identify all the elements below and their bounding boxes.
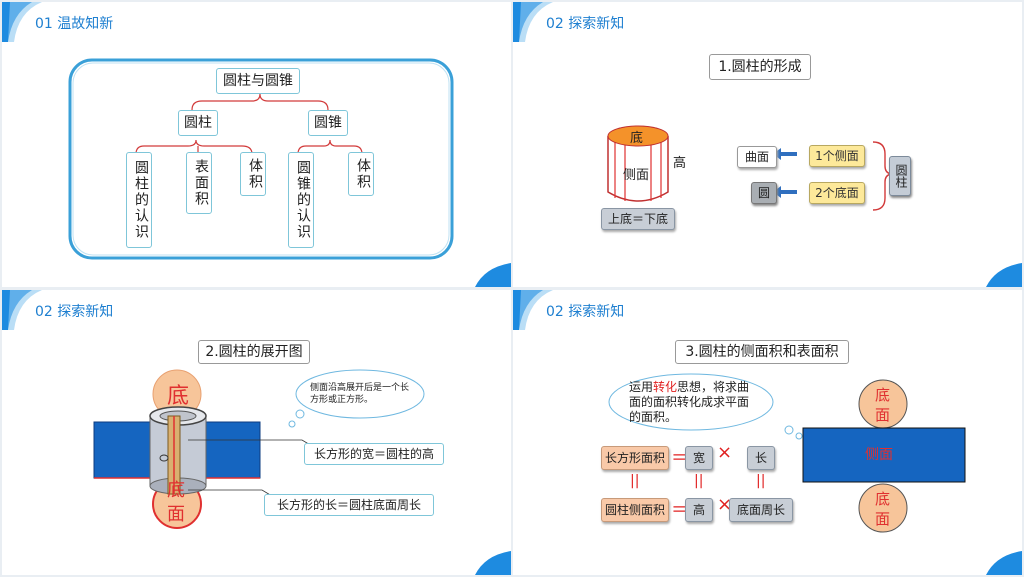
section-heading: 1.圆柱的形成 xyxy=(709,54,811,80)
length-label: 长 xyxy=(747,446,775,470)
cylinder-node: 圆柱 xyxy=(178,110,218,136)
width-label: 宽 xyxy=(685,446,713,470)
corner-decoration-icon xyxy=(2,290,42,330)
corner-decoration-icon xyxy=(2,2,42,42)
corner-decoration-icon xyxy=(513,290,553,330)
corner-decoration-icon xyxy=(513,2,553,42)
parallel-sign: || xyxy=(630,473,640,489)
cone-node: 圆锥 xyxy=(308,110,348,136)
bottom-base-label-1: 底 xyxy=(875,490,891,508)
cloud-note: 侧面沿高展开后是一个长方形或正方形。 xyxy=(310,383,410,405)
parallel-sign: || xyxy=(694,473,704,489)
section-heading: 3.圆柱的侧面积和表面积 xyxy=(675,340,849,364)
root-node: 圆柱与圆锥 xyxy=(216,68,300,94)
slide-cylinder-net: 02 探索新知 2.圆柱的展开图 底 底 面 侧面沿高展开后是一个长方形或正方形… xyxy=(2,290,511,575)
cone-volume-node: 体积 xyxy=(348,152,374,196)
cylinder-recognition-node: 圆柱的认识 xyxy=(126,152,152,248)
bottom-base-label-2: 面 xyxy=(167,504,185,525)
corner-decoration-icon xyxy=(986,551,1022,575)
top-base-label-2: 面 xyxy=(875,406,891,424)
slide-title: 02 探索新知 xyxy=(546,304,625,320)
cylinder-label: 圆柱 xyxy=(889,156,911,196)
height-label: 高 xyxy=(673,156,687,171)
slide-title: 02 探索新知 xyxy=(546,16,625,32)
cloud-note: 运用转化思想，将求曲面的面积转化成求平面的面积。 xyxy=(629,380,753,425)
cylinder-top-label: 底 xyxy=(630,131,644,146)
section-heading: 2.圆柱的展开图 xyxy=(198,340,310,364)
bottom-base-label-2: 面 xyxy=(875,510,891,528)
top-base-label-1: 底 xyxy=(875,386,891,404)
equals-sign: ＝ xyxy=(671,448,689,469)
height-label: 高 xyxy=(685,498,713,522)
rect-area-label: 长方形面积 xyxy=(601,446,669,470)
times-sign: × xyxy=(717,494,733,515)
circle-label: 圆 xyxy=(751,182,777,204)
corner-decoration-icon xyxy=(986,263,1022,287)
corner-decoration-icon xyxy=(475,551,511,575)
side-area-label: 圆柱侧面积 xyxy=(601,498,669,522)
slide-title: 02 探索新知 xyxy=(35,304,114,320)
cylinder-side-label: 侧面 xyxy=(623,168,650,183)
cloud-text-pre: 运用 xyxy=(629,380,654,394)
equal-base-label: 上底＝下底 xyxy=(601,208,675,230)
bottom-base-label-1: 底 xyxy=(167,480,185,501)
cone-recognition-node: 圆锥的认识 xyxy=(288,152,314,248)
times-sign: × xyxy=(717,442,733,463)
parallel-sign: || xyxy=(756,473,766,489)
side-label: 侧面 xyxy=(865,447,893,463)
cylinder-net-diagram xyxy=(93,369,425,529)
one-side-label: 1个侧面 xyxy=(809,145,865,167)
width-equation: 长方形的宽＝圆柱的高 xyxy=(304,443,444,465)
cylinder-diagram xyxy=(607,125,894,211)
curved-surface-label: 曲面 xyxy=(737,146,777,168)
cylinder-volume-node: 体积 xyxy=(240,152,266,196)
circumference-label: 底面周长 xyxy=(729,498,793,522)
cloud-keyword: 转化 xyxy=(653,380,678,394)
slide-surface-area: 02 探索新知 3.圆柱的侧面积和表面积 运用转化思想，将求曲面的面积转化成求平… xyxy=(513,290,1022,575)
cloud-text-post: 思想，将求曲面的面积转化成求平面的面积。 xyxy=(629,380,750,424)
two-bases-label: 2个底面 xyxy=(809,182,865,204)
corner-decoration-icon xyxy=(475,263,511,287)
slide-review: 01 温故知新 圆柱与圆锥 圆柱 圆锥 圆柱的认识 表面积 体积 圆锥的认识 体… xyxy=(2,2,511,287)
surface-area-diagram xyxy=(608,373,966,533)
length-equation: 长方形的长＝圆柱底面周长 xyxy=(264,494,434,516)
mindmap-frame xyxy=(68,58,454,260)
equals-sign: ＝ xyxy=(671,500,689,521)
slide-cylinder-formation: 02 探索新知 1.圆柱的形成 底 侧面 高 上底＝下底 曲面 1个侧面 圆 2… xyxy=(513,2,1022,287)
slide-title: 01 温故知新 xyxy=(35,16,114,32)
surface-area-node: 表面积 xyxy=(186,152,212,214)
top-base-label: 底 xyxy=(167,384,190,409)
